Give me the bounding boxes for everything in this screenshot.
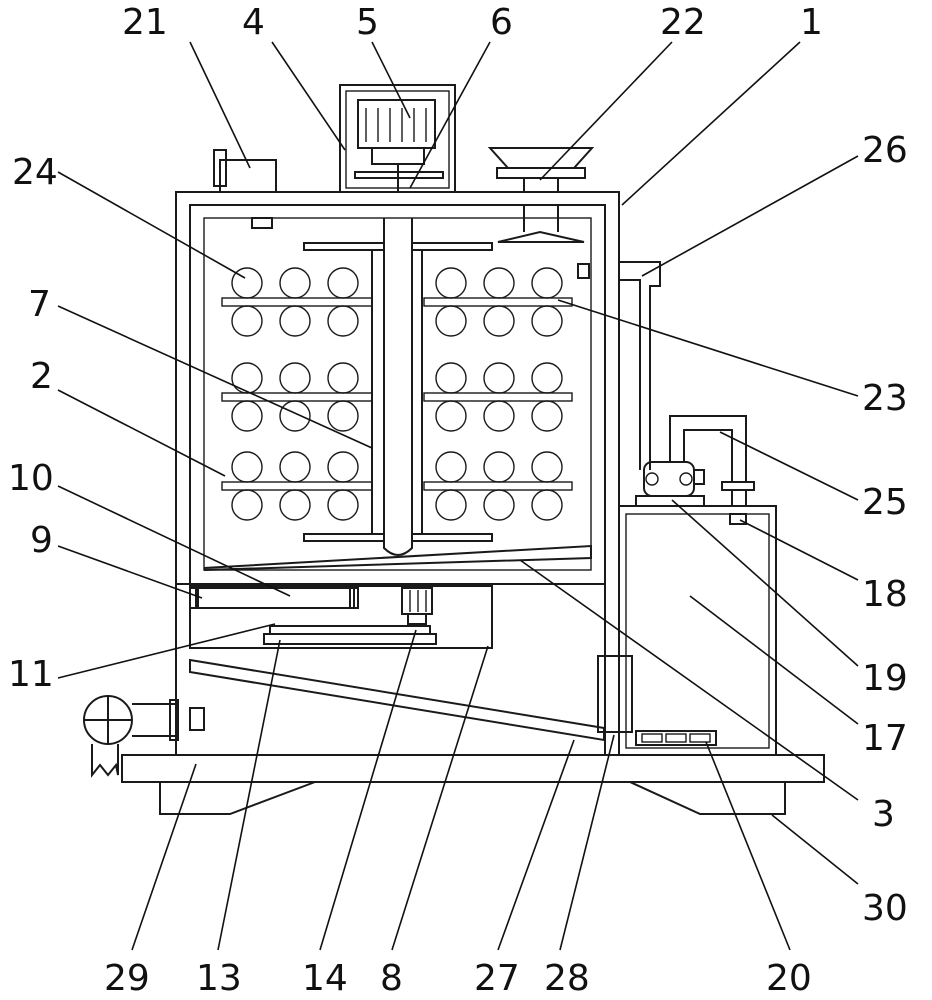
drying-ball — [435, 400, 467, 432]
label-18: 18 — [862, 574, 908, 615]
label-6: 6 — [490, 2, 513, 43]
inner-drying-box — [189, 204, 606, 585]
drive-motor — [401, 587, 433, 625]
collector-filter — [597, 655, 633, 733]
label-10: 10 — [8, 458, 54, 499]
reference-numerals: 21 4 5 6 22 1 26 24 7 2 10 9 11 23 25 18… — [8, 2, 908, 999]
tray-bar — [423, 392, 573, 402]
screw-conveyor — [189, 587, 359, 609]
feed-hopper — [487, 147, 595, 243]
material-trays — [221, 267, 573, 521]
drying-ball — [327, 267, 359, 299]
tray-bar — [221, 481, 373, 491]
label-21: 21 — [122, 2, 168, 43]
wall-sensor — [577, 263, 590, 279]
drying-ball — [279, 489, 311, 521]
tray-bar — [221, 392, 373, 402]
support-feet — [159, 781, 786, 815]
inlet-pipe — [213, 149, 277, 229]
drying-ball — [279, 400, 311, 432]
label-4: 4 — [242, 2, 265, 43]
drying-ball — [531, 400, 563, 432]
label-9: 9 — [30, 520, 53, 561]
drying-ball — [531, 267, 563, 299]
label-5: 5 — [356, 2, 379, 43]
inclined-screen — [189, 658, 605, 742]
drying-ball — [531, 451, 563, 483]
drying-ball — [231, 489, 263, 521]
drying-ball — [327, 489, 359, 521]
drying-ball — [231, 267, 263, 299]
label-7: 7 — [28, 284, 51, 325]
drying-ball — [231, 305, 263, 337]
label-29: 29 — [104, 958, 150, 999]
label-20: 20 — [766, 958, 812, 999]
label-11: 11 — [8, 654, 54, 695]
return-pipe — [669, 415, 755, 506]
drying-ball — [483, 267, 515, 299]
label-27: 27 — [474, 958, 520, 999]
drying-ball — [327, 400, 359, 432]
label-2: 2 — [30, 356, 53, 397]
drying-ball — [327, 362, 359, 394]
drying-ball — [279, 362, 311, 394]
drying-ball — [483, 489, 515, 521]
leader-lines — [57, 41, 859, 951]
label-28: 28 — [544, 958, 590, 999]
label-13: 13 — [196, 958, 242, 999]
label-26: 26 — [862, 130, 908, 171]
base-plate — [121, 754, 825, 783]
label-8: 8 — [380, 958, 403, 999]
drying-ball — [531, 305, 563, 337]
drying-ball — [279, 267, 311, 299]
lower-box — [189, 585, 493, 649]
water-tank — [618, 505, 777, 756]
blower — [83, 695, 205, 778]
drying-ball — [483, 451, 515, 483]
label-1: 1 — [800, 2, 823, 43]
exhaust-pipe — [619, 261, 661, 470]
drying-ball — [435, 489, 467, 521]
drying-ball — [483, 305, 515, 337]
drying-ball — [483, 362, 515, 394]
drying-ball — [531, 489, 563, 521]
label-19: 19 — [862, 658, 908, 699]
label-25: 25 — [862, 482, 908, 523]
tray-bar — [423, 297, 573, 307]
label-30: 30 — [862, 888, 908, 929]
drying-ball — [531, 362, 563, 394]
sloped-bottom — [203, 544, 592, 571]
drying-ball — [483, 400, 515, 432]
drying-ball — [327, 305, 359, 337]
drying-ball — [327, 451, 359, 483]
label-17: 17 — [862, 718, 908, 759]
label-22: 22 — [660, 2, 706, 43]
label-24: 24 — [12, 152, 58, 193]
drying-ball — [279, 451, 311, 483]
drying-ball — [435, 362, 467, 394]
circulation-pump — [635, 461, 705, 507]
drying-ball — [231, 451, 263, 483]
heating-element — [635, 730, 717, 746]
drying-ball — [231, 362, 263, 394]
drying-ball — [435, 451, 467, 483]
tray-bar — [423, 481, 573, 491]
filter-nozzle — [729, 513, 747, 525]
label-14: 14 — [302, 958, 348, 999]
label-23: 23 — [862, 378, 908, 419]
drying-ball — [435, 305, 467, 337]
tray-bar — [221, 297, 373, 307]
drying-ball — [435, 267, 467, 299]
drying-ball — [231, 400, 263, 432]
vibrating-plate — [263, 625, 437, 645]
label-3: 3 — [872, 794, 895, 835]
drying-ball — [279, 305, 311, 337]
motor — [354, 99, 444, 192]
